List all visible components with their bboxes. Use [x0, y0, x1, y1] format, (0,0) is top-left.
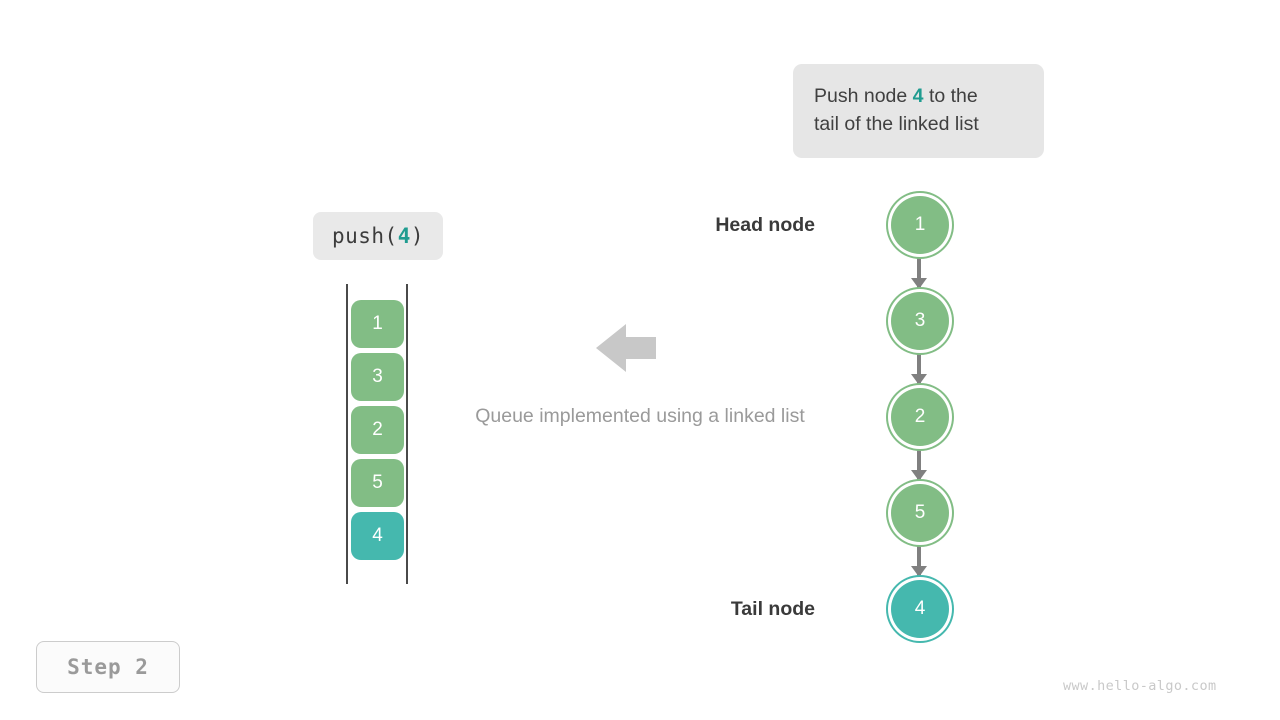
queue-rail-right	[406, 284, 408, 584]
link-connector	[917, 350, 921, 384]
head-node-label: Head node	[715, 214, 815, 236]
callout-line-1: Push node 4 to the	[814, 82, 1024, 110]
link-arrowhead-icon	[911, 566, 927, 577]
queue-cell: 3	[351, 353, 404, 401]
link-connector	[917, 542, 921, 576]
queue-column: 1 3 2 5 4	[340, 284, 416, 584]
queue-cell: 1	[351, 300, 404, 348]
link-connector	[917, 254, 921, 288]
operation-prefix: push(	[331, 224, 398, 248]
linked-list-node: 5	[891, 484, 949, 542]
linked-list-column: 1 3 2 5 4	[860, 190, 990, 650]
link-arrowhead-icon	[911, 278, 927, 289]
queue-cell: 4	[351, 512, 404, 560]
operation-label-text: push(4)	[332, 224, 424, 248]
operation-suffix: )	[410, 224, 425, 248]
operation-label-box: push(4)	[313, 212, 443, 260]
linked-list-node: 4	[891, 580, 949, 638]
link-arrowhead-icon	[911, 470, 927, 481]
watermark: www.hello-algo.com	[1063, 678, 1217, 694]
left-arrow-icon	[596, 322, 656, 374]
linked-list-node: 1	[891, 196, 949, 254]
queue-cell: 5	[351, 459, 404, 507]
linked-list-node: 3	[891, 292, 949, 350]
queue-rail-left	[346, 284, 348, 584]
operation-argument: 4	[397, 224, 411, 248]
queue-cell: 2	[351, 406, 404, 454]
diagram-caption: Queue implemented using a linked list	[475, 405, 805, 427]
link-connector	[917, 446, 921, 480]
callout-line-1-suffix: to the	[923, 85, 978, 107]
operation-callout: Push node 4 to the tail of the linked li…	[793, 64, 1044, 158]
tail-node-label: Tail node	[730, 598, 815, 620]
linked-list-node: 2	[891, 388, 949, 446]
step-badge: Step 2	[36, 641, 180, 693]
queue-cell-list: 1 3 2 5 4	[351, 300, 405, 565]
link-arrowhead-icon	[911, 374, 927, 385]
callout-line-1-highlight: 4	[912, 85, 924, 107]
callout-line-1-prefix: Push node	[814, 85, 913, 107]
step-badge-label: Step 2	[67, 655, 149, 679]
callout-line-2: tail of the linked list	[814, 113, 979, 135]
